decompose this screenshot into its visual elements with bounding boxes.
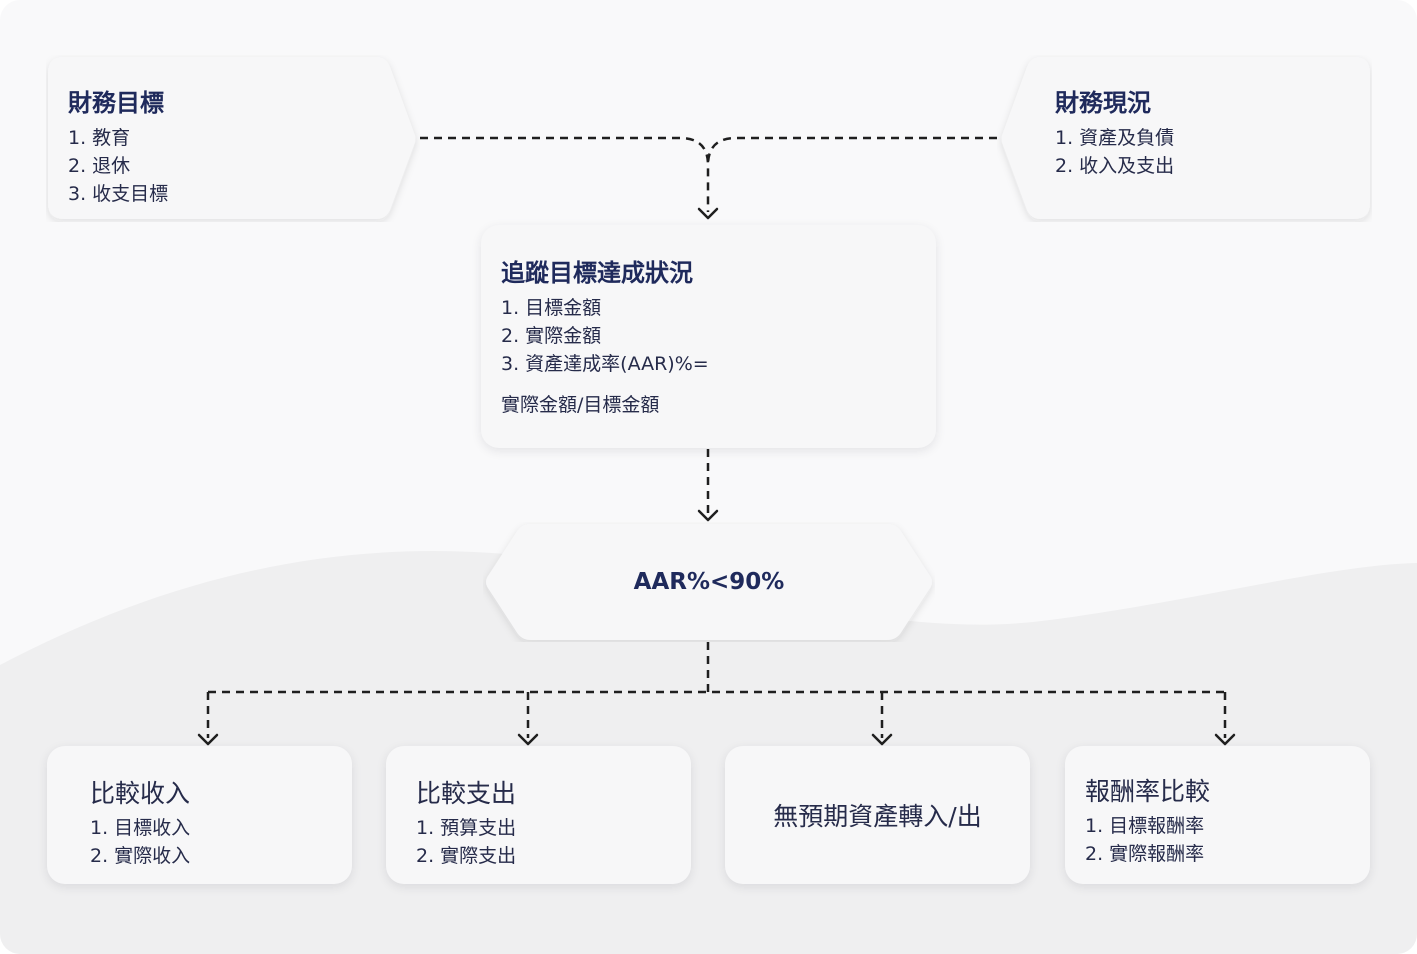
list-item: 3. 資產達成率(AAR)%= [501,353,709,375]
node-compare-income: 比較收入 1. 目標收入 2. 實際收入 [47,746,352,884]
node-condition: AAR%<90% [483,522,935,642]
arrowhead-compare-income [197,733,219,746]
connector-status-to-tracking [706,136,997,166]
list-item: 1. 目標收入 [90,817,191,839]
node-title: 財務現況 [1055,89,1151,117]
list-item: 2. 退休 [68,155,131,177]
node-title: 報酬率比較 [1085,777,1211,806]
connector-goals-to-tracking [420,136,710,212]
node-title: 追蹤目標達成狀況 [501,259,693,287]
arrowhead-return-rate [1214,733,1236,746]
node-shape [48,57,416,219]
node-shape [486,524,932,640]
node-title: 財務目標 [68,89,164,117]
node-tracking: 追蹤目標達成狀況 1. 目標金額 2. 實際金額 3. 資產達成率(AAR)%=… [481,225,936,448]
node-unexpected-transfer: 無預期資產轉入/出 [725,746,1030,884]
node-shape [1001,57,1370,219]
arrowhead-unexpected [871,733,893,746]
condition-label: AAR%<90% [633,569,785,595]
list-item: 1. 預算支出 [416,817,517,839]
list-item: 2. 實際支出 [416,845,517,867]
arrowhead-compare-expense [517,733,539,746]
node-compare-expense: 比較支出 1. 預算支出 2. 實際支出 [386,746,691,884]
node-financial-goals: 財務目標 1. 教育 2. 退休 3. 收支目標 [46,55,420,222]
list-item: 1. 目標報酬率 [1085,815,1205,837]
node-title: 比較支出 [416,779,517,808]
list-item: 2. 實際金額 [501,325,602,347]
node-financial-status: 財務現況 1. 資產及負債 2. 收入及支出 [997,55,1372,222]
arrowhead-tracking [697,207,719,220]
list-item: 1. 教育 [68,127,131,149]
arrowhead-condition [697,509,719,522]
formula-text: 實際金額/目標金額 [501,394,660,416]
list-item: 2. 實際報酬率 [1085,843,1205,865]
list-item: 2. 收入及支出 [1055,155,1175,177]
list-item: 2. 實際收入 [90,845,191,867]
node-title: 比較收入 [90,779,191,808]
node-return-rate: 報酬率比較 1. 目標報酬率 2. 實際報酬率 [1065,746,1370,884]
list-item: 1. 目標金額 [501,297,602,319]
node-title: 無預期資產轉入/出 [773,802,982,831]
list-item: 3. 收支目標 [68,183,169,205]
list-item: 1. 資產及負債 [1055,127,1175,149]
